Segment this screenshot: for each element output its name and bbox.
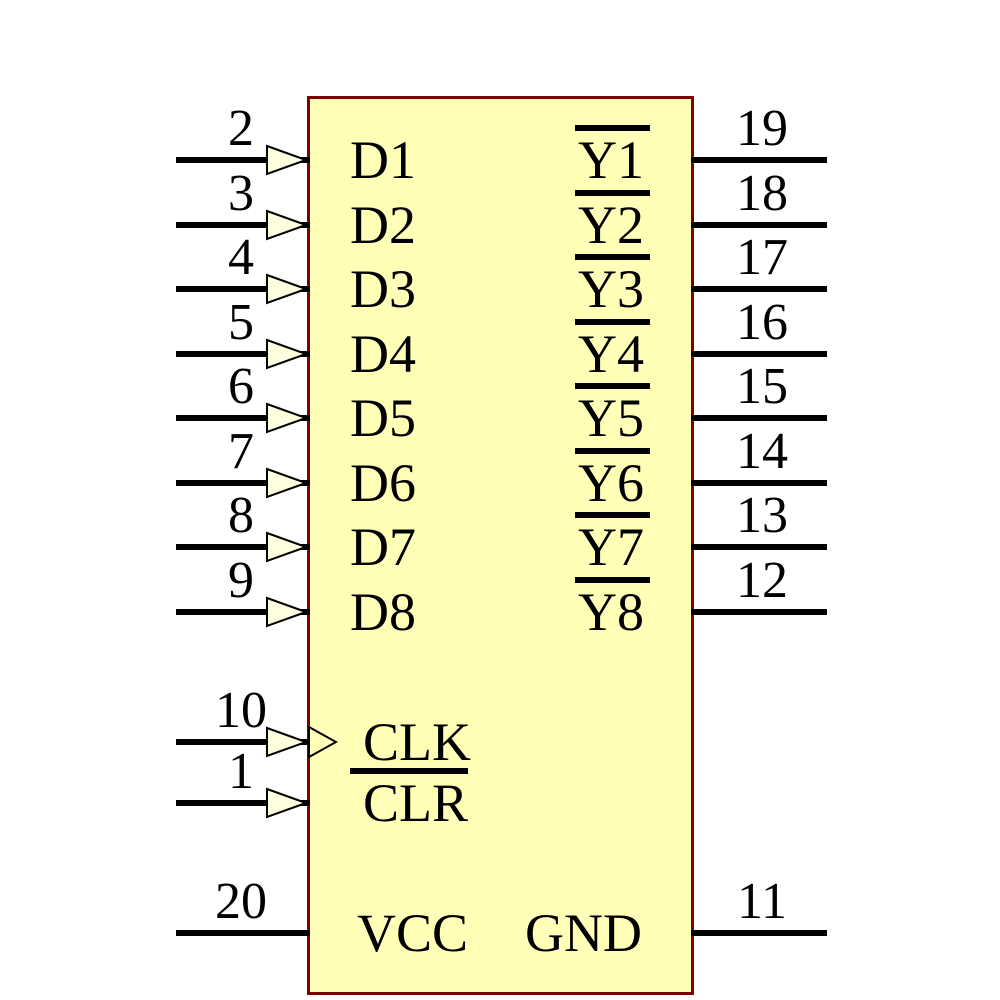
pin-wire-d3[interactable] bbox=[176, 286, 310, 292]
pin-wire-y2[interactable] bbox=[691, 221, 827, 228]
pin-label-d5: D5 bbox=[350, 388, 416, 448]
ic-body[interactable] bbox=[307, 96, 694, 995]
pin-number-y8: 12 bbox=[736, 551, 788, 609]
input-arrowhead-icon bbox=[266, 787, 308, 819]
pin-number-d6: 7 bbox=[228, 422, 254, 480]
pin-wire-d4[interactable] bbox=[176, 350, 310, 357]
pin-number-d7: 8 bbox=[228, 487, 254, 544]
overline-y5 bbox=[575, 383, 650, 389]
input-arrowhead-icon bbox=[266, 531, 308, 563]
overline-y2 bbox=[575, 189, 650, 196]
pin-number-d5: 6 bbox=[228, 358, 254, 415]
pin-wire-y5[interactable] bbox=[691, 415, 827, 421]
pin-label-y8: Y8 bbox=[578, 581, 644, 642]
pin-label-y6: Y6 bbox=[578, 452, 644, 513]
pin-wire-d7[interactable] bbox=[176, 544, 310, 550]
pin-wire-y3[interactable] bbox=[691, 286, 827, 292]
pin-wire-d6[interactable] bbox=[176, 479, 310, 486]
pin-label-d3: D3 bbox=[350, 259, 416, 319]
pin-number-clk: 10 bbox=[215, 682, 267, 739]
overline-y4 bbox=[575, 318, 650, 325]
pin-label-clr: CLR bbox=[363, 773, 469, 833]
pin-label-clk: CLK bbox=[363, 712, 471, 772]
input-arrowhead-icon bbox=[266, 338, 308, 369]
input-arrowhead-icon bbox=[266, 209, 308, 240]
pin-wire-d2[interactable] bbox=[176, 221, 310, 228]
overline-y1 bbox=[575, 125, 650, 131]
pin-number-y7: 13 bbox=[736, 487, 788, 544]
input-arrowhead-icon bbox=[266, 596, 308, 627]
input-arrowhead-icon bbox=[266, 144, 308, 176]
overline-clr bbox=[350, 768, 468, 774]
pin-wire-y8[interactable] bbox=[691, 608, 827, 615]
input-arrowhead-icon bbox=[266, 402, 308, 434]
pin-number-d2: 3 bbox=[228, 164, 254, 222]
pin-label-y4: Y4 bbox=[578, 323, 644, 384]
pin-label-d4: D4 bbox=[350, 323, 416, 384]
pin-label-y5: Y5 bbox=[578, 388, 644, 448]
pin-number-vcc: 20 bbox=[215, 873, 267, 930]
pin-number-y4: 16 bbox=[736, 293, 788, 351]
pin-number-y3: 17 bbox=[736, 229, 788, 286]
pin-label-vcc: VCC bbox=[357, 903, 469, 963]
clock-edge-triangle-icon bbox=[308, 726, 338, 758]
overline-y3 bbox=[575, 254, 650, 260]
pin-label-gnd: GND bbox=[525, 903, 642, 963]
pin-number-y1: 19 bbox=[736, 100, 788, 157]
pin-label-d6: D6 bbox=[350, 452, 416, 513]
pin-wire-clr[interactable] bbox=[176, 800, 310, 806]
pin-number-d3: 4 bbox=[228, 229, 254, 286]
pin-wire-y4[interactable] bbox=[691, 350, 827, 357]
pin-wire-d8[interactable] bbox=[176, 608, 310, 615]
pin-number-d1: 2 bbox=[228, 100, 254, 157]
pin-number-d8: 9 bbox=[228, 551, 254, 609]
overline-y6 bbox=[575, 447, 650, 454]
input-arrowhead-icon bbox=[266, 726, 308, 758]
pin-label-y1: Y1 bbox=[578, 130, 644, 190]
pin-number-y6: 14 bbox=[736, 422, 788, 480]
pin-wire-d1[interactable] bbox=[176, 157, 310, 163]
pin-label-y2: Y2 bbox=[578, 194, 644, 255]
overline-y8 bbox=[575, 576, 650, 583]
pin-wire-y7[interactable] bbox=[691, 544, 827, 550]
input-arrowhead-icon bbox=[266, 273, 308, 305]
pin-label-d8: D8 bbox=[350, 581, 416, 642]
input-arrowhead-icon bbox=[266, 467, 308, 498]
pin-wire-clk[interactable] bbox=[176, 739, 310, 745]
pin-label-d2: D2 bbox=[350, 194, 416, 255]
overline-y7 bbox=[575, 512, 650, 518]
pin-wire-d5[interactable] bbox=[176, 415, 310, 421]
pin-label-y3: Y3 bbox=[578, 259, 644, 319]
pin-wire-y1[interactable] bbox=[691, 157, 827, 163]
pin-number-gnd: 11 bbox=[736, 873, 788, 930]
pin-wire-vcc[interactable] bbox=[176, 930, 310, 936]
pin-number-y5: 15 bbox=[736, 358, 788, 415]
pin-wire-gnd[interactable] bbox=[691, 930, 827, 936]
pin-number-clr: 1 bbox=[228, 743, 254, 800]
pin-label-d7: D7 bbox=[350, 517, 416, 577]
pin-label-d1: D1 bbox=[350, 130, 416, 190]
pin-number-d4: 5 bbox=[228, 293, 254, 351]
pin-wire-y6[interactable] bbox=[691, 479, 827, 486]
pin-label-y7: Y7 bbox=[578, 517, 644, 577]
pin-number-y2: 18 bbox=[736, 164, 788, 222]
